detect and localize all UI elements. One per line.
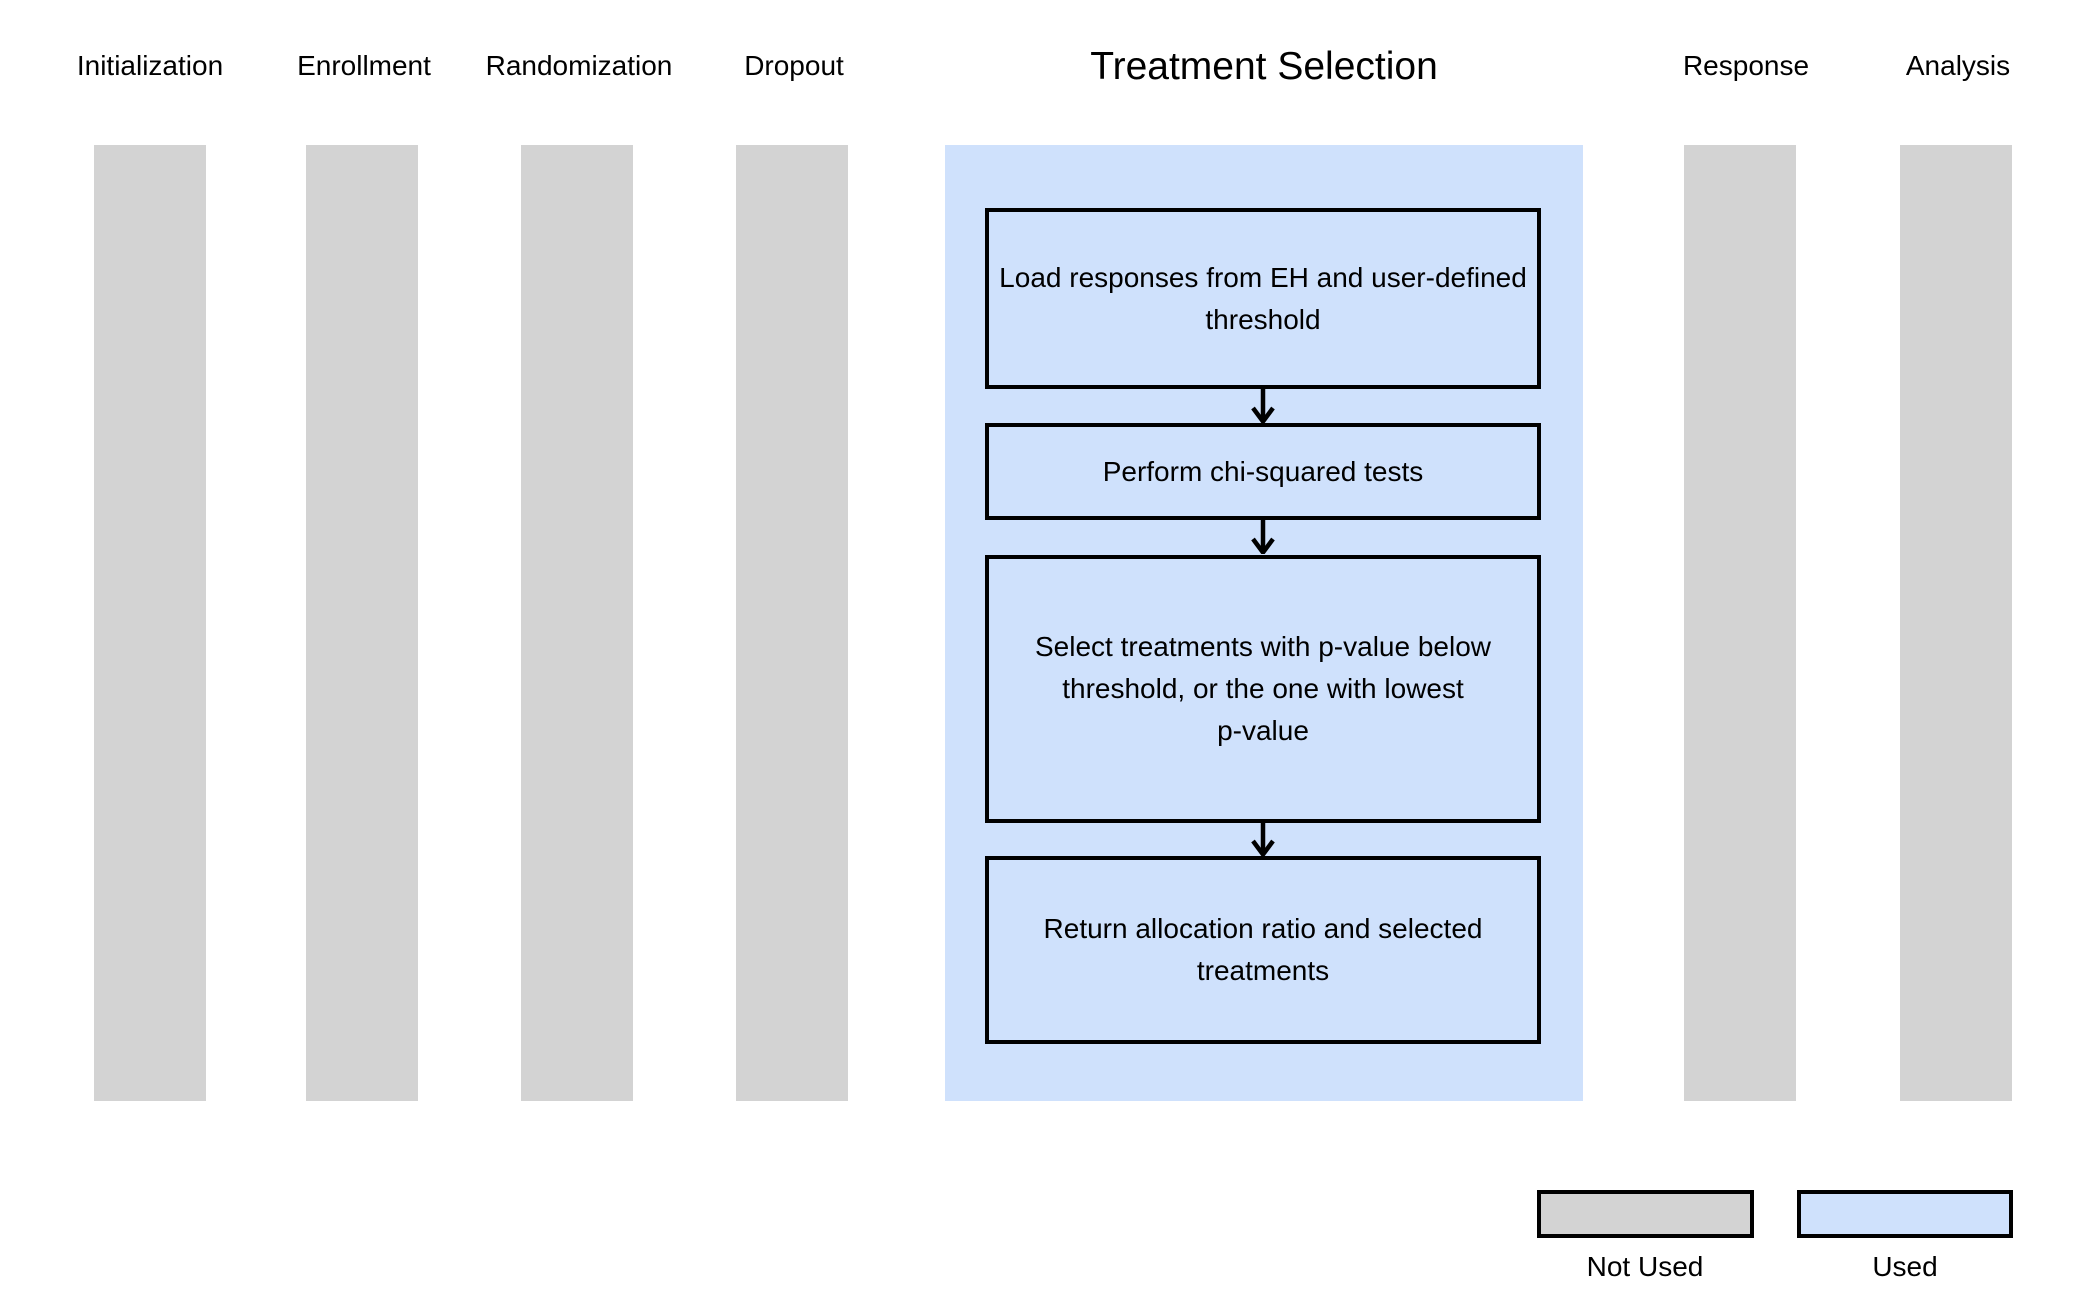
legend-not-used-swatch (1537, 1190, 1754, 1238)
flow-step-select-treatments: Select treatments with p-value below thr… (985, 555, 1541, 823)
stage-bar-initialization (94, 145, 206, 1101)
legend-used-label: Used (1872, 1251, 1938, 1282)
column-header-dropout: Dropout (744, 50, 844, 81)
flow-step-load-responses: Load responses from EH and user-defined … (985, 208, 1541, 389)
arrow-down-icon (1248, 389, 1278, 426)
stage-bar-randomization (521, 145, 633, 1101)
stage-bar-dropout (736, 145, 848, 1101)
column-header-initialization: Initialization (76, 50, 224, 81)
column-header-analysis: Analysis (1905, 50, 2011, 81)
legend-used-swatch (1797, 1190, 2013, 1238)
stage-bar-enrollment (306, 145, 418, 1101)
stage-bar-response (1684, 145, 1796, 1101)
flow-step-return-allocation: Return allocation ratio and selected tre… (985, 856, 1541, 1044)
column-header-response: Response (1682, 50, 1810, 81)
arrow-down-icon (1248, 822, 1278, 859)
arrow-down-icon (1248, 520, 1278, 557)
column-header-randomization: Randomization (485, 50, 673, 81)
legend-not-used-label: Not Used (1586, 1251, 1704, 1282)
flow-step-chi-squared-tests: Perform chi-squared tests (985, 423, 1541, 520)
column-header-treatment-selection: Treatment Selection (1090, 45, 1438, 88)
stage-bar-analysis (1900, 145, 2012, 1101)
column-header-enrollment: Enrollment (297, 50, 431, 81)
